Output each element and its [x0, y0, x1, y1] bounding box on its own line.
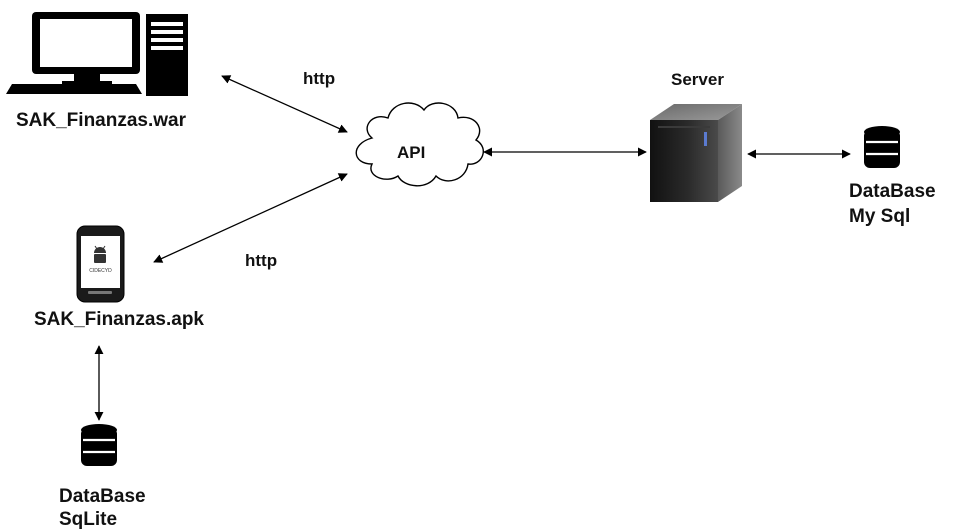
api-label: API: [397, 143, 426, 162]
http-label-bottom: http: [245, 251, 278, 270]
db-mysql-label-line2: My Sql: [849, 206, 911, 227]
desktop-pc-icon: [6, 12, 188, 96]
http-label-top: http: [303, 69, 336, 88]
cloud-icon: [355, 102, 485, 187]
db-sqlite-label-line1: DataBase: [59, 486, 146, 507]
db-sqlite-label-line2: SqLite: [59, 509, 118, 530]
db-mysql-label-line1: DataBase: [849, 181, 936, 202]
server-label: Server: [671, 70, 724, 89]
smartphone-icon: [76, 225, 125, 303]
phone-label: SAK_Finanzas.apk: [34, 309, 204, 330]
pc-label: SAK_Finanzas.war: [16, 110, 186, 131]
server-icon: [650, 104, 742, 202]
database-icon: [864, 126, 900, 168]
edge-phone-api: [153, 173, 348, 263]
edge-pc-api: [221, 75, 348, 133]
phone-screen-text: CIDECYD: [89, 268, 112, 274]
database-icon: [81, 424, 117, 466]
